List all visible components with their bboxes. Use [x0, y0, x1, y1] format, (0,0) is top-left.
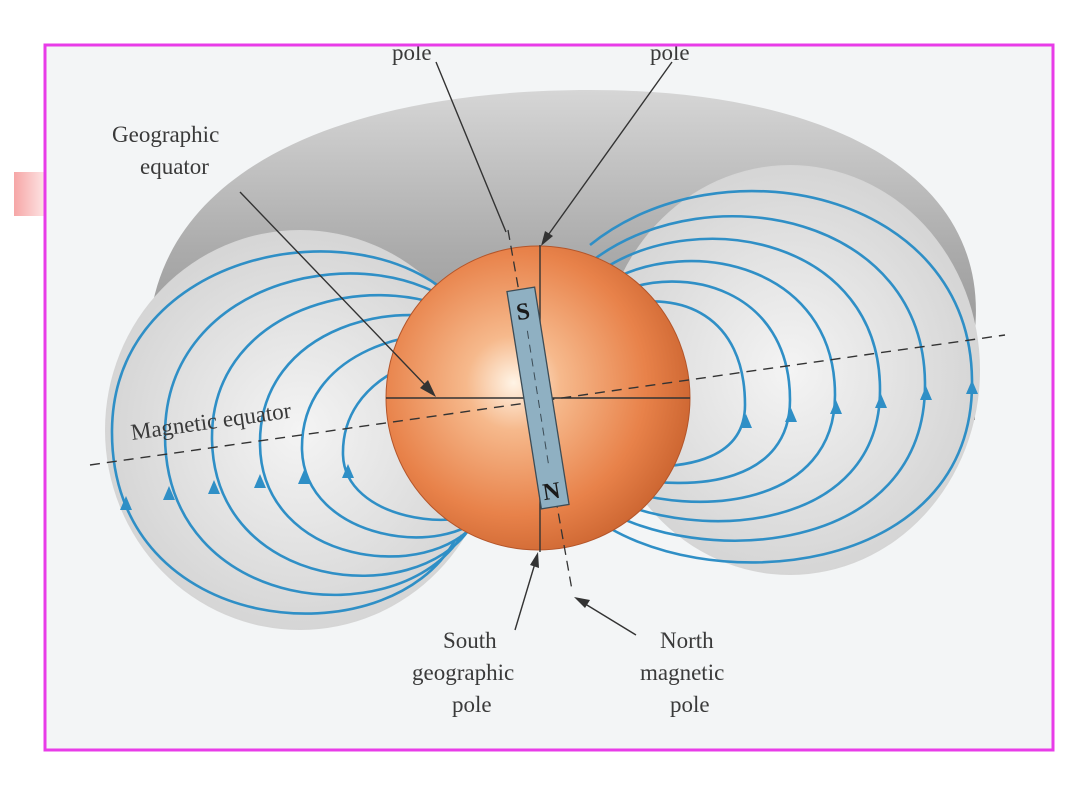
leader-lines	[239, 61, 673, 636]
bar-magnet: S N	[506, 286, 570, 510]
label-south-geo-line2: geographic	[412, 660, 514, 685]
field-arrowheads	[120, 380, 978, 510]
arrowhead	[298, 470, 310, 484]
leader-top-left-pole	[435, 61, 507, 233]
arrowhead	[830, 400, 842, 414]
field-line	[210, 293, 472, 577]
left-field-lines	[110, 250, 495, 615]
left-field-region	[105, 230, 495, 630]
leader-arrowhead	[541, 231, 553, 246]
arrowhead	[163, 486, 175, 500]
arrowhead	[254, 474, 266, 488]
field-line	[163, 272, 464, 597]
magnet-n-label: N	[541, 478, 563, 506]
label-south-geo-line1: South	[443, 628, 497, 653]
arrowhead	[342, 464, 354, 478]
arrowhead	[740, 414, 752, 428]
arrowhead	[966, 380, 978, 394]
field-line	[258, 313, 480, 558]
leader-top-right-pole	[545, 61, 673, 239]
side-tab	[14, 172, 46, 216]
arrowhead	[875, 394, 887, 408]
leader-arrowhead	[574, 597, 590, 608]
magnet-body	[506, 286, 570, 510]
leader-north-magnetic-pole	[581, 601, 637, 636]
arrowhead	[920, 386, 932, 400]
label-geographic-equator-line1: Geographic	[112, 122, 219, 147]
leader-geographic-equator	[239, 191, 429, 389]
arrowhead	[785, 408, 797, 422]
magnet-s-label: S	[514, 298, 531, 326]
label-north-mag-line3: pole	[670, 692, 710, 717]
label-north-mag-line1: North	[660, 628, 714, 653]
label-south-geo-line3: pole	[452, 692, 492, 717]
right-field-region	[600, 165, 980, 575]
leader-arrowhead	[420, 380, 436, 397]
field-line	[613, 280, 792, 485]
arrowhead	[208, 480, 220, 494]
label-geographic-equator-line2: equator	[140, 154, 209, 179]
label-north-mag-line2: magnetic	[640, 660, 724, 685]
leader-south-geographic-pole	[514, 559, 537, 631]
field-line	[619, 300, 747, 468]
field-line	[607, 259, 837, 504]
leader-arrowhead	[530, 552, 539, 568]
field-line	[110, 250, 457, 615]
magnet-center-line	[526, 330, 550, 470]
field-line	[595, 214, 927, 542]
panel-frame	[43, 43, 1055, 752]
field-line	[601, 237, 882, 523]
arrowhead	[120, 496, 132, 510]
